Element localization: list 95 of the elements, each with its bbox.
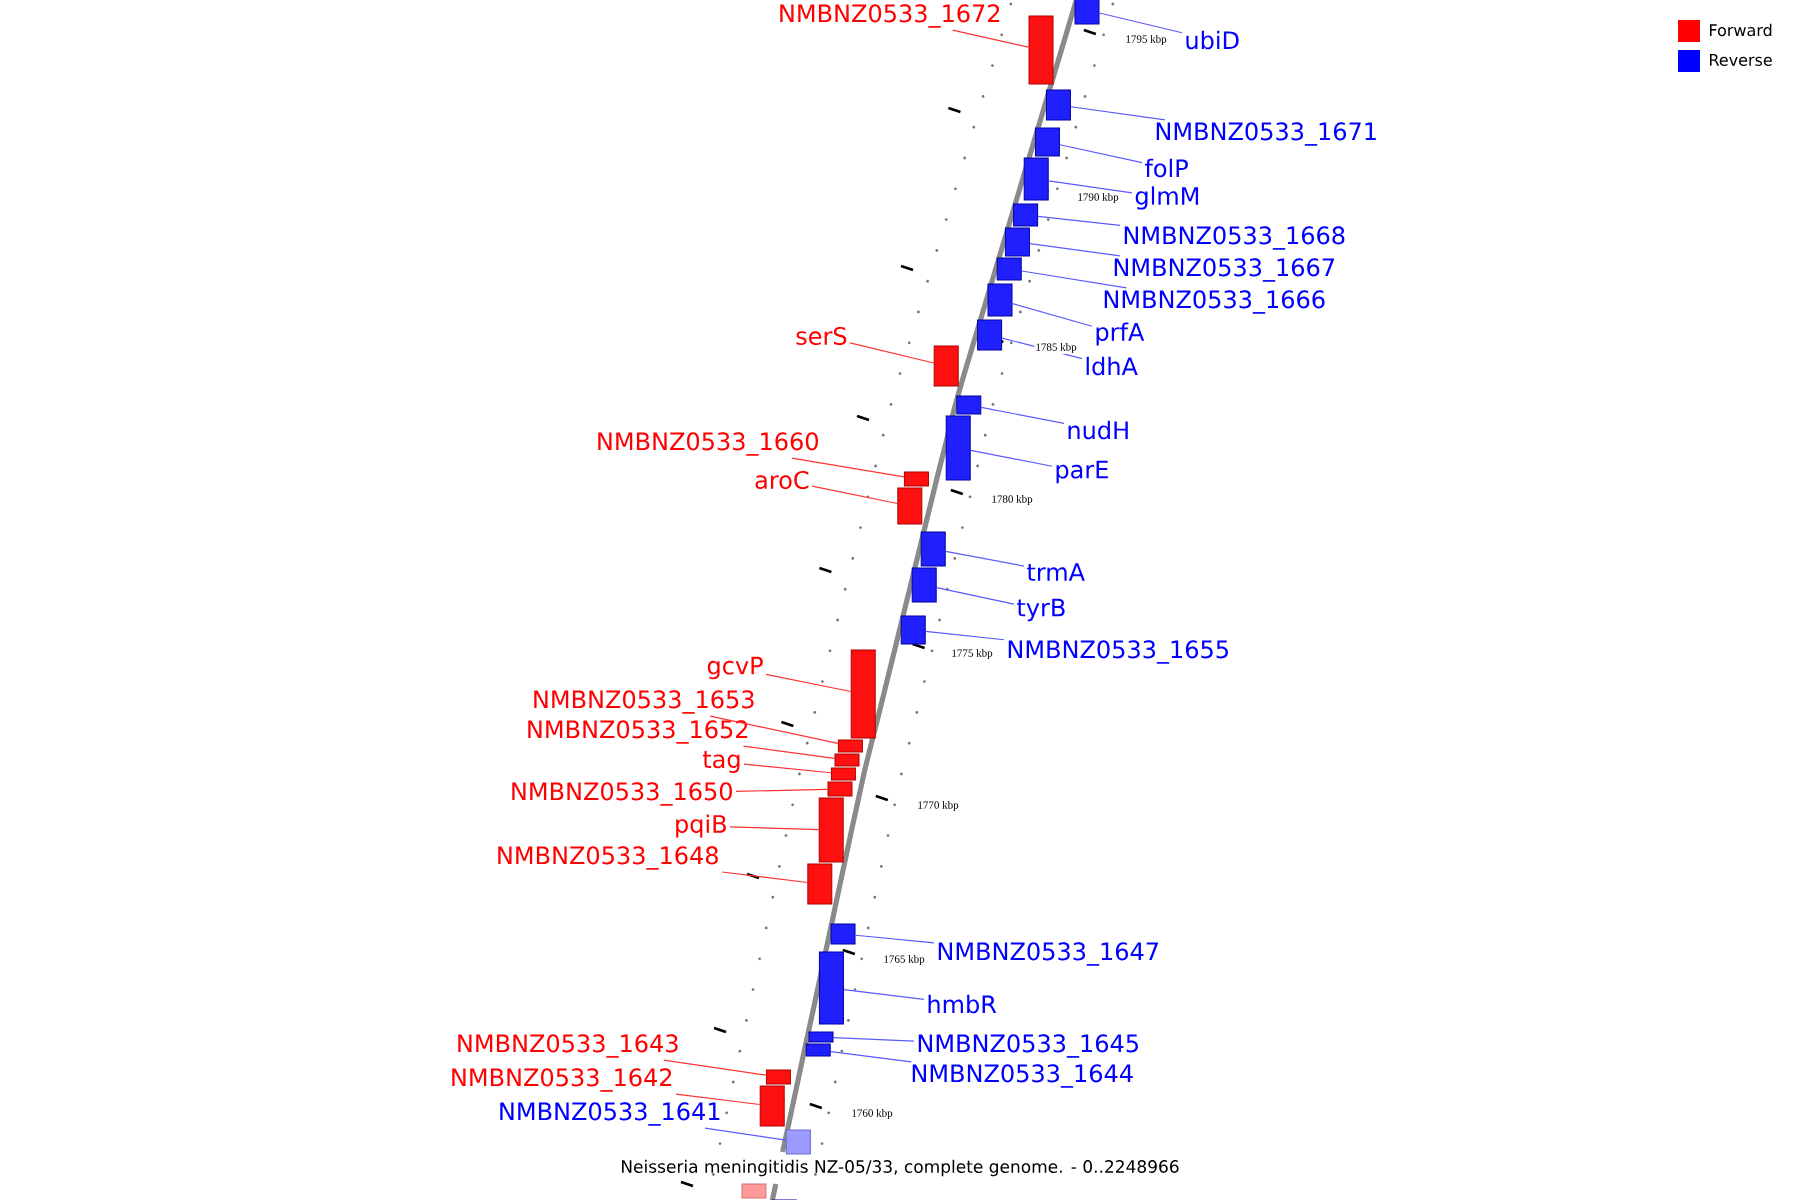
- gene-block: [765, 1069, 791, 1085]
- gene-block: [805, 1043, 831, 1057]
- gene-block: [1028, 15, 1054, 85]
- leader-line: [675, 1093, 761, 1106]
- leader-line: [663, 1059, 767, 1076]
- gene-block: [987, 283, 1013, 317]
- leader-line: [1098, 12, 1183, 34]
- gene-label: NMBNZ0533_1671: [1156, 122, 1376, 146]
- legend-label: Reverse: [1710, 54, 1772, 66]
- gene-label: hmbR: [928, 994, 997, 1014]
- gene-block: [996, 257, 1022, 281]
- gene-block: [830, 767, 856, 781]
- leader-line: [704, 1127, 787, 1141]
- gene-label: trmA: [1027, 563, 1085, 581]
- gene-block: [830, 923, 856, 945]
- leader-line: [952, 29, 1030, 48]
- leader-line: [765, 673, 852, 693]
- gene-label: NMBNZ0533_1667: [1114, 258, 1334, 282]
- leader-line: [849, 342, 935, 364]
- gene-label: NMBNZ0533_1653: [534, 690, 754, 714]
- leader-line: [735, 788, 829, 792]
- legend-label: Forward: [1710, 23, 1772, 37]
- gene-block: [1034, 127, 1060, 157]
- leader-line: [1021, 270, 1128, 289]
- leader-line: [742, 745, 836, 759]
- leader-line: [980, 406, 1065, 424]
- leader-line: [854, 934, 935, 944]
- gene-block: [933, 345, 959, 387]
- gene-label: serS: [796, 326, 847, 346]
- leader-line: [1070, 106, 1166, 121]
- gene-block: [834, 753, 860, 767]
- gene-block: [920, 531, 946, 567]
- gene-block: [911, 567, 937, 603]
- gene-block: [785, 1129, 811, 1155]
- leader-line: [830, 1051, 912, 1063]
- leader-line: [1059, 144, 1143, 164]
- gene-label: pqiB: [676, 814, 726, 838]
- gene-label: ubiD: [1186, 30, 1239, 50]
- gene-label: NMBNZ0533_1660: [598, 432, 818, 456]
- gene-label: NMBNZ0533_1643: [458, 1034, 678, 1058]
- leader-line: [709, 715, 839, 744]
- gene-label: NMBNZ0533_1645: [918, 1034, 1138, 1058]
- gene-label: NMBNZ0533_1655: [1008, 640, 1228, 664]
- gene-label: parE: [1056, 460, 1108, 484]
- caption: Neisseria meningitidis NZ-05/33, complete genome. - 0..2248966: [622, 1159, 1179, 1177]
- gene-block: [1004, 227, 1030, 257]
- gene-block: [1074, 0, 1100, 25]
- leader-line: [729, 826, 820, 831]
- gene-block: [1023, 157, 1049, 201]
- gene-label: glmM: [1135, 186, 1199, 210]
- gene-label: NMBNZ0533_1644: [912, 1064, 1133, 1088]
- gene-block: [837, 739, 863, 753]
- gene-label: NMBNZ0533_1652: [528, 720, 748, 744]
- gene-label: tag: [702, 751, 740, 773]
- gene-label: nudH: [1068, 420, 1128, 440]
- leader-line: [843, 988, 925, 1000]
- gene-block: [903, 471, 929, 487]
- gene-label: NMBNZ0533_1666: [1104, 290, 1325, 314]
- gene-block: [827, 781, 853, 797]
- gene-label: tyrB: [1017, 598, 1065, 622]
- leader-line: [1029, 243, 1121, 257]
- gene-label: gcvP: [707, 656, 763, 680]
- leader-line: [925, 630, 1005, 641]
- gene-block: [1013, 203, 1039, 227]
- gene-block: [818, 951, 844, 1025]
- leader-line: [1011, 302, 1093, 327]
- leader-line: [970, 449, 1053, 467]
- gene-block: [956, 395, 982, 415]
- leader-line: [936, 587, 1015, 605]
- gene-label: NMBNZ0533_1642: [452, 1068, 672, 1092]
- gene-label: aroC: [755, 470, 809, 490]
- gene-label: NMBNZ0533_1668: [1124, 226, 1345, 250]
- gene-block: [1045, 89, 1071, 121]
- gene-label: NMBNZ0533_1672: [780, 4, 1000, 28]
- gene-block: [741, 1183, 767, 1199]
- gene-label: ldhA: [1086, 356, 1138, 376]
- leader-line: [945, 550, 1025, 567]
- gene-block: [808, 1031, 834, 1043]
- gene-block: [900, 615, 926, 645]
- leader-line: [743, 763, 832, 774]
- leader-line: [1001, 337, 1083, 360]
- gene-label: NMBNZ0533_1641: [500, 1102, 720, 1126]
- gene-label: NMBNZ0533_1647: [938, 942, 1158, 966]
- leader-line: [832, 1036, 915, 1042]
- gene-label: folP: [1145, 158, 1188, 178]
- leader-line: [811, 485, 898, 505]
- gene-block: [977, 319, 1003, 351]
- leader-line: [721, 871, 808, 884]
- gene-label: NMBNZ0533_1650: [512, 782, 732, 806]
- gene-block: [807, 863, 833, 905]
- leader-line: [1048, 180, 1133, 194]
- leader-line: [1037, 215, 1121, 226]
- leader-line: [791, 457, 905, 478]
- gene-label: NMBNZ0533_1648: [498, 846, 718, 870]
- gene-label: prfA: [1096, 322, 1145, 346]
